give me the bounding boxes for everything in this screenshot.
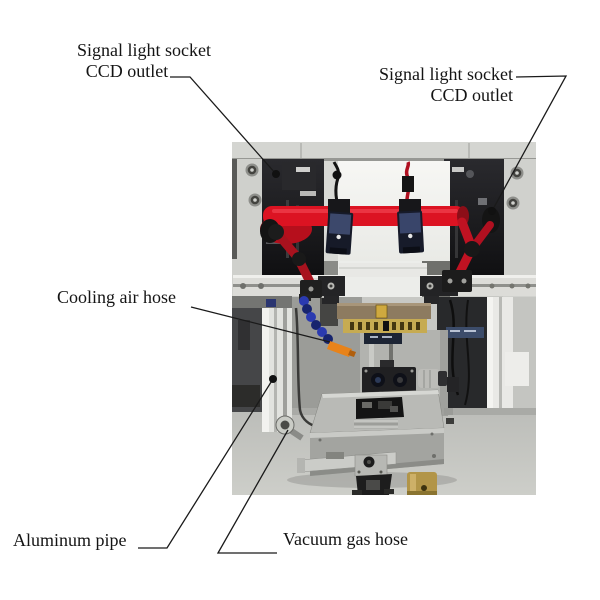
print-head-assembly: [318, 263, 439, 344]
knob-device: [362, 360, 416, 394]
leader-dot-signal-right: [488, 207, 496, 215]
leader-aluminum-pipe: [138, 378, 274, 549]
head-label: [364, 333, 402, 344]
machine-photo: [232, 142, 536, 495]
label-line: CCD outlet: [430, 85, 513, 105]
blue-label-strip: [446, 327, 484, 338]
orange-nozzle: [327, 341, 352, 357]
aluminum-rail-right: [420, 275, 536, 296]
label-signal-light-socket-left: Signal light socket CCD outlet: [58, 40, 230, 82]
leader-dot-signal-left: [272, 170, 280, 178]
cable-right-2: [464, 299, 470, 406]
white-box-right: [505, 352, 529, 386]
red-support-bar: [263, 206, 469, 226]
label-line: Signal light socket: [379, 64, 513, 84]
articulated-arm-right: [442, 207, 500, 292]
label-vacuum-gas-hose: Vacuum gas hose: [283, 529, 408, 549]
label-line: CCD outlet: [85, 61, 169, 81]
hose-anchor-blue: [266, 299, 276, 307]
brass-cylinder: [407, 472, 437, 495]
leader-cooling-hose: [190, 306, 331, 343]
label-signal-light-socket-right: Signal light socket CCD outlet: [356, 64, 513, 106]
label-line: Signal light socket: [77, 40, 211, 60]
ccd-camera-left: [325, 211, 354, 255]
work-stage: [287, 389, 457, 495]
leader-dot-aluminum-pipe: [269, 375, 277, 383]
aluminum-rail-left: [233, 275, 345, 296]
cooling-air-hose: [299, 294, 356, 357]
top-frame-beam: [232, 142, 536, 161]
ccd-camera-right: [397, 210, 425, 254]
vacuum-hose-fitting: [275, 415, 304, 441]
leader-signal-left: [170, 76, 277, 175]
label-cooling-air-hose: Cooling air hose: [57, 287, 176, 307]
right-support-post: [487, 297, 513, 411]
articulated-arm-left: [260, 219, 322, 298]
leader-vacuum-hose: [216, 429, 289, 554]
leader-lines: [138, 75, 568, 554]
silver-cylinder: [418, 369, 459, 392]
label-aluminum-pipe: Aluminum pipe: [13, 530, 127, 550]
leader-signal-right: [491, 75, 568, 212]
